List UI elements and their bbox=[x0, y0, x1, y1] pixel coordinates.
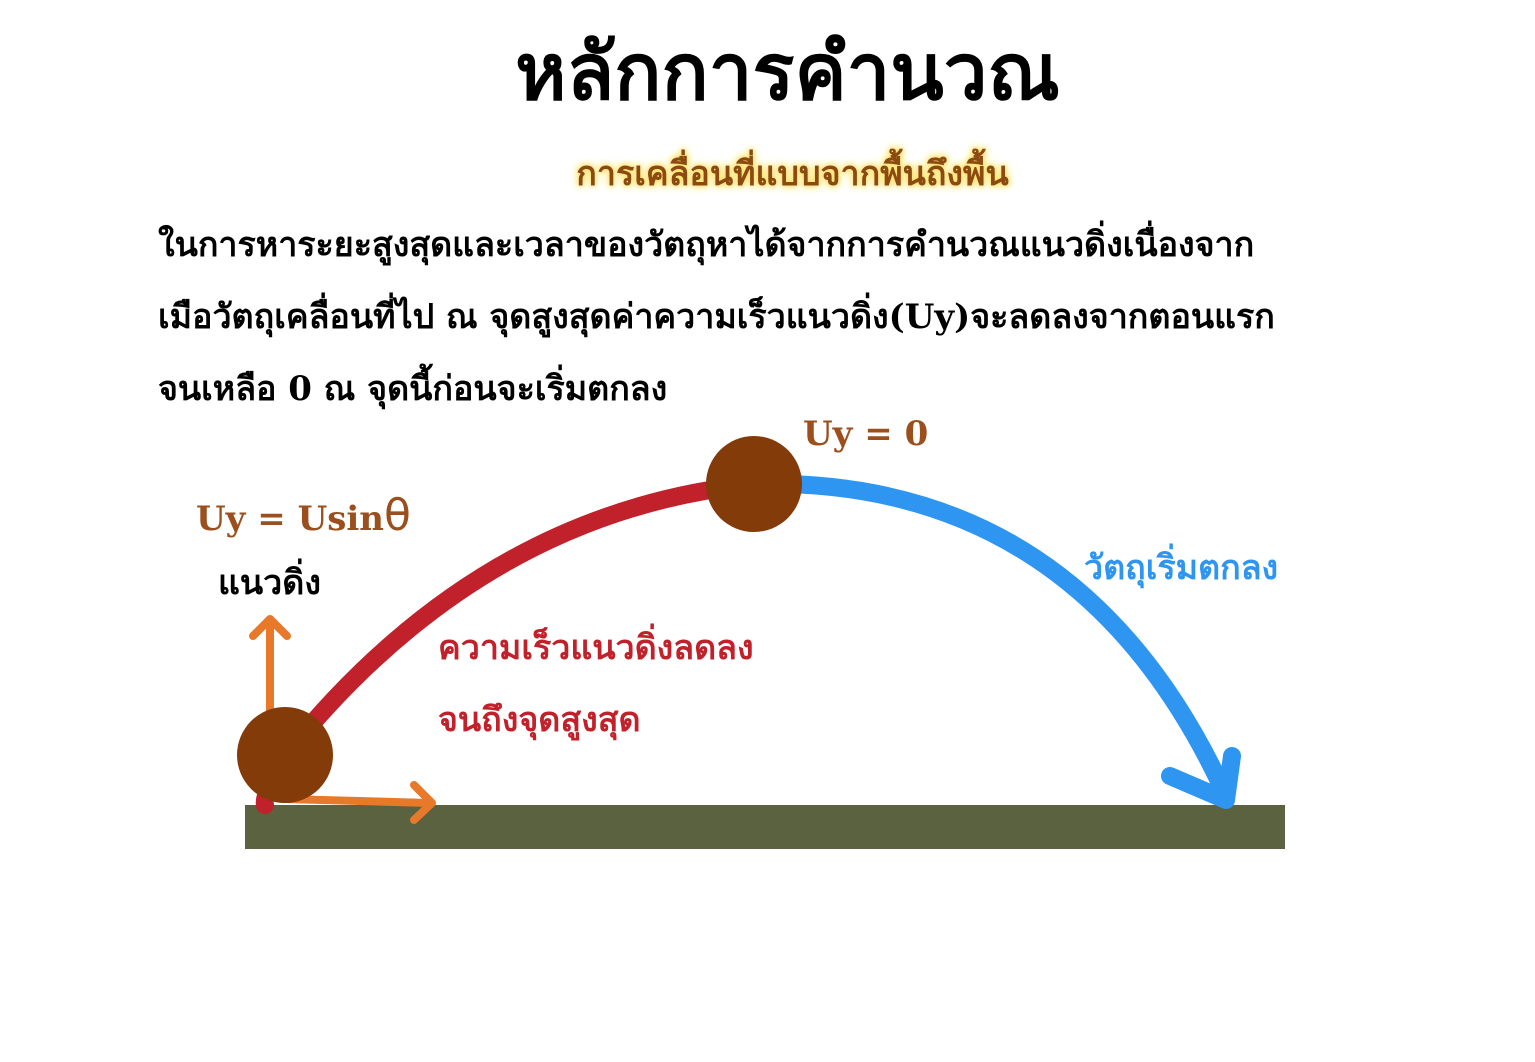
falling-trajectory-arc bbox=[745, 474, 1235, 805]
paragraph-line-2: เมือวัตถุเคลื่อนที่ไป ณ จุดสูงสุดค่าความ… bbox=[158, 297, 1275, 337]
paragraph-line-3: จนเหลือ 0 ณ จุดนี้ก่อนจะเริ่มตกลง bbox=[158, 369, 668, 409]
horizontal-arrowhead bbox=[410, 781, 436, 824]
initial-velocity-prefix: Uy = Usin bbox=[196, 499, 384, 539]
apex-ball bbox=[706, 436, 802, 532]
falling-arrowhead bbox=[1161, 747, 1241, 809]
vertical-arrowhead bbox=[249, 615, 291, 640]
paragraph-line-1: ในการหาระยะสูงสุดและเวลาของวัตถุหาได้จาก… bbox=[158, 225, 1255, 265]
page-subtitle: การเคลื่อนที่แบบจากพื้นถึงพื้น bbox=[576, 154, 1009, 194]
theta-symbol: θ bbox=[384, 490, 411, 541]
rising-label-line-2: จนถึงจุดสูงสุด bbox=[438, 700, 641, 740]
launch-ball bbox=[237, 707, 333, 803]
falling-label: วัตถุเริ่มตกลง bbox=[1084, 548, 1279, 588]
apex-velocity-label: Uy = 0 bbox=[803, 414, 929, 454]
page-title: หลักการคำนวณ bbox=[515, 27, 1060, 118]
initial-velocity-label: Uy = Usinθ bbox=[196, 490, 411, 541]
ground-bar bbox=[245, 805, 1285, 849]
horizontal-component-arrow bbox=[281, 795, 434, 807]
rising-label-line-1: ความเร็วแนวดิ่งลดลง bbox=[438, 628, 754, 668]
vertical-label: แนวดิ่ง bbox=[218, 563, 321, 603]
explanation-paragraph: ในการหาระยะสูงสุดและเวลาของวัตถุหาได้จาก… bbox=[158, 212, 1418, 428]
